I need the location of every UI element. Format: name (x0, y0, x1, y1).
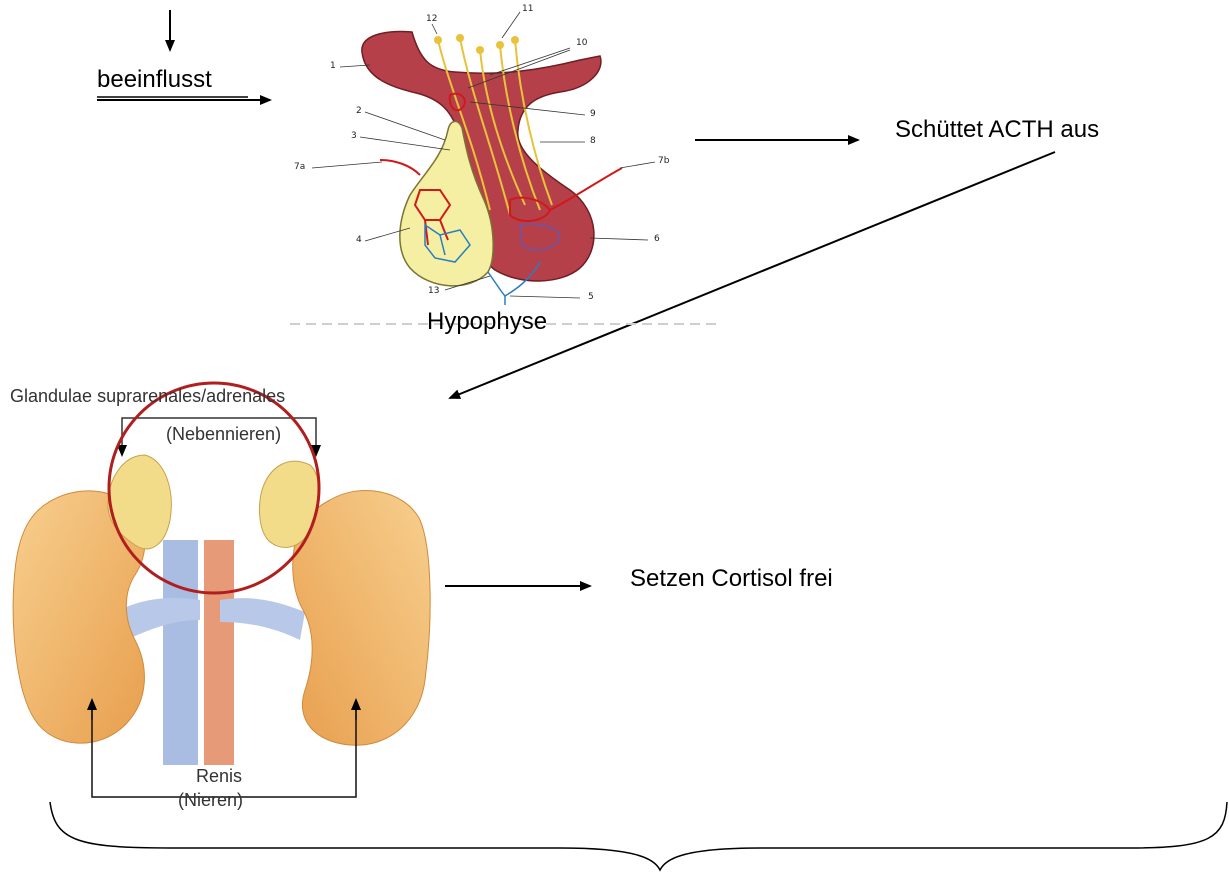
pituitary-number-2: 2 (356, 106, 362, 116)
kidney-illustration (13, 383, 430, 797)
pituitary-number-1: 1 (330, 61, 336, 71)
pituitary-number-7a: 7a (294, 162, 305, 172)
acth-label: Schüttet ACTH aus (895, 116, 1099, 144)
bottom-brace (50, 802, 1227, 870)
pituitary-number-4: 4 (356, 235, 362, 245)
pituitary-number-7b: 7b (658, 156, 669, 166)
kidneys-subtitle: (Nieren) (178, 790, 243, 811)
pituitary-number-5: 5 (588, 292, 594, 302)
pituitary-number-6: 6 (654, 234, 660, 244)
adrenal-glands-title: Glandulae suprarenales/adrenales (10, 386, 285, 407)
pituitary-number-9: 9 (590, 109, 596, 119)
pituitary-number-12: 12 (426, 14, 437, 24)
influences-label: beeinflusst (97, 66, 212, 94)
adrenal-glands-subtitle: (Nebennieren) (166, 424, 281, 445)
cortisol-label: Setzen Cortisol frei (630, 565, 833, 593)
pituitary-number-13: 13 (428, 286, 439, 296)
pituitary-number-11: 11 (522, 4, 533, 14)
pituitary-number-3: 3 (351, 131, 357, 141)
pituitary-caption: Hypophyse (427, 308, 547, 336)
pituitary-number-10: 10 (576, 38, 587, 48)
pituitary-number-8: 8 (590, 136, 596, 146)
pituitary-illustration (290, 12, 720, 324)
kidneys-title: Renis (196, 766, 242, 787)
